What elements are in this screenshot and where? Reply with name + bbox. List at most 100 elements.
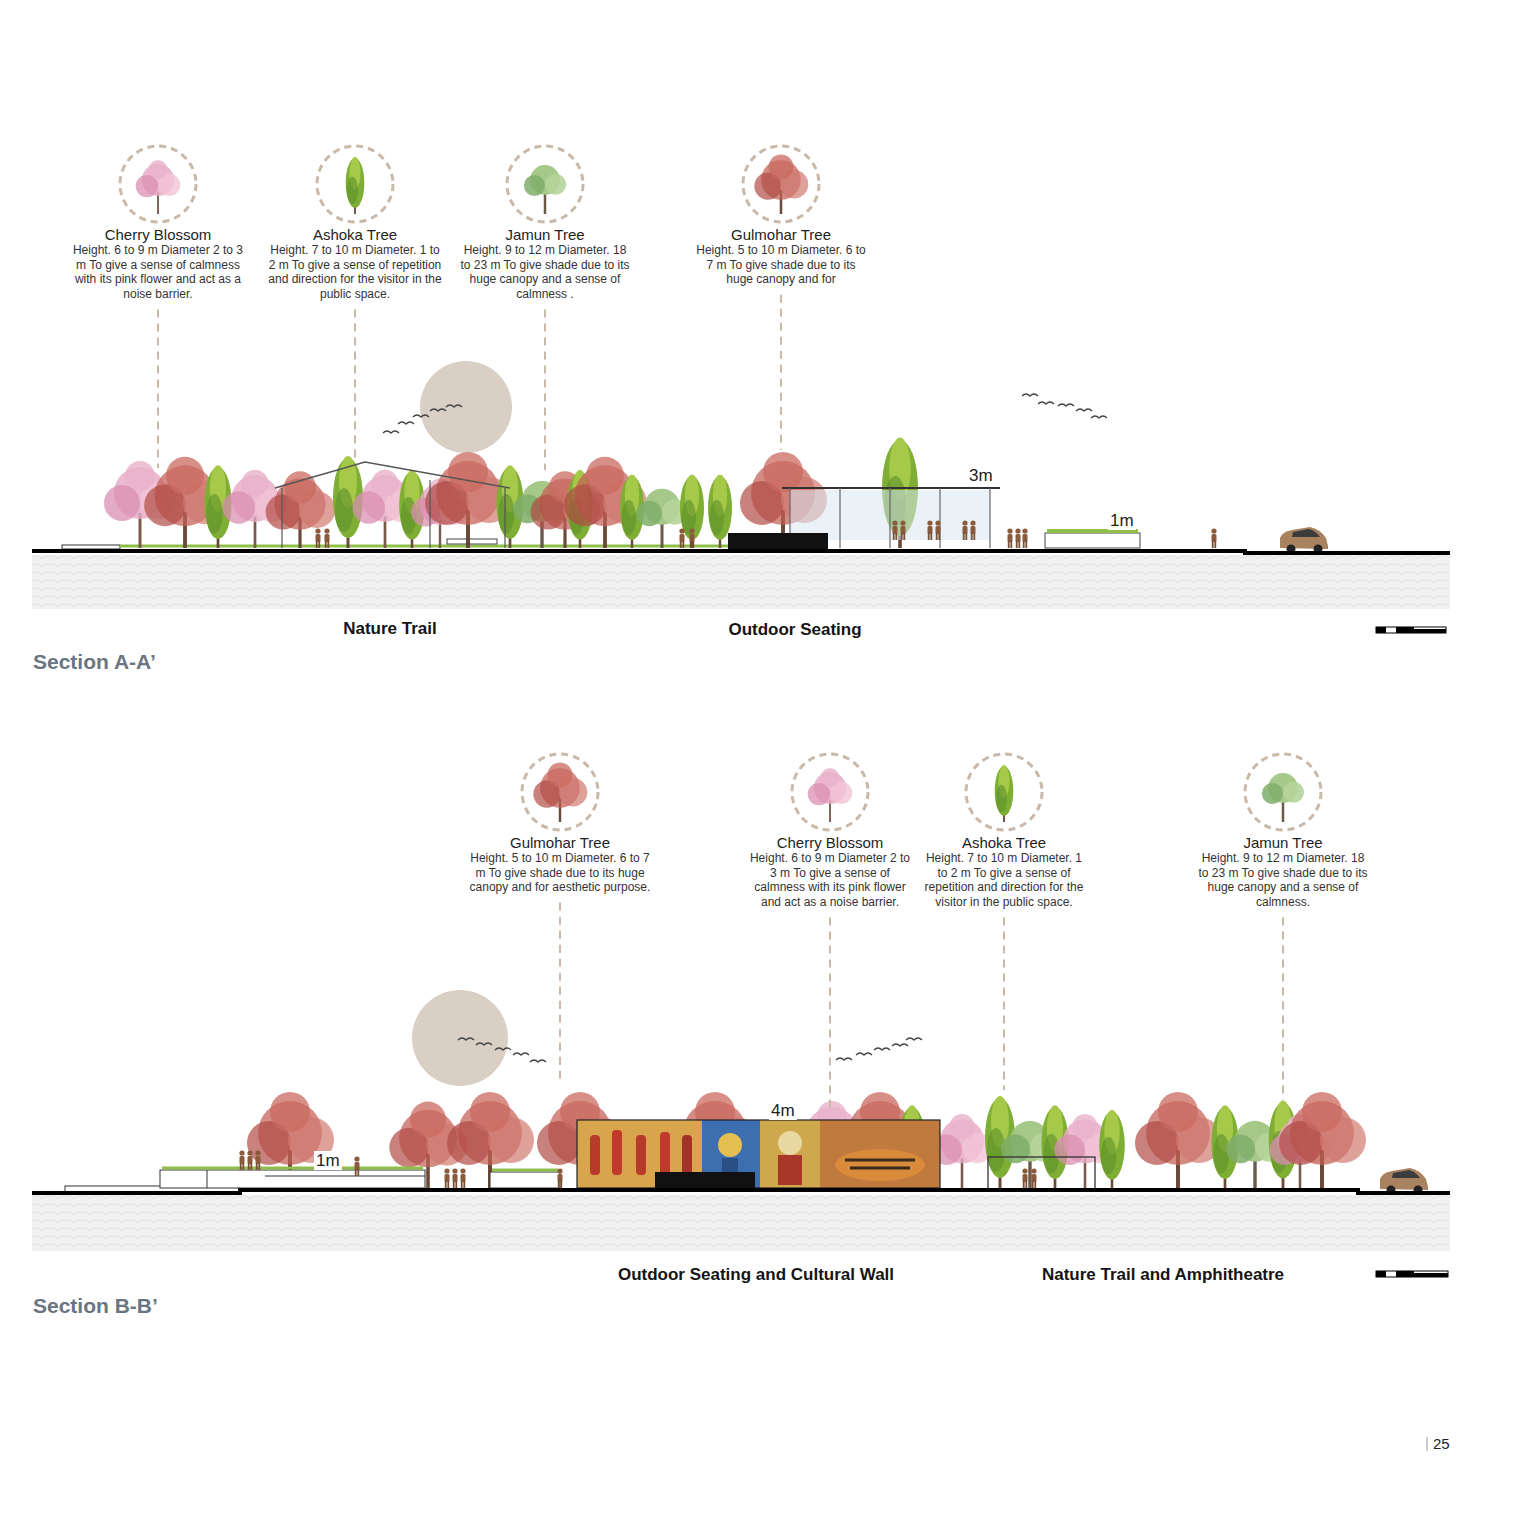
zone-label: Outdoor Seating and Cultural Wall [618,1265,894,1285]
illustration-shape [1376,1271,1386,1277]
tree-callout: Ashoka TreeHeight. 7 to 10 m Diameter. 1… [921,750,1087,909]
illustration-shape [845,1160,915,1168]
dashed-circle [317,146,393,222]
section-a-illustration [32,361,1450,633]
illustration-shape [906,1038,922,1040]
tree-icon [503,142,587,226]
illustration-shape [383,431,399,433]
platform [62,545,120,549]
illustration-shape [444,1168,449,1188]
illustration-shape [1414,1273,1448,1277]
grass-strip [120,545,745,548]
illustration-shape [1015,528,1020,548]
illustration-shape [1022,394,1038,396]
tree-icon [1241,750,1325,834]
illustration-shape [1045,533,1140,548]
tree-icon [116,142,200,226]
tree-icon [518,750,602,834]
illustration-shape [728,533,828,550]
illustration-shape [1007,528,1012,548]
dimension-label: 4m [769,1101,797,1120]
glass-pavilion [728,488,1000,550]
pergola [988,1157,1095,1190]
dashed-circle [792,754,868,830]
tree-icon [962,750,1046,834]
illustration-shape [1135,1092,1222,1188]
illustration-shape [1091,416,1107,418]
leader-line [1282,917,1284,1100]
illustration-shape [760,1120,820,1188]
illustration-shape [557,1168,562,1188]
illustration-shape [1414,629,1446,633]
illustration-shape [1396,1271,1414,1277]
illustration-shape [778,1131,802,1155]
section-title: Section A-A’ [33,650,156,674]
sun [412,990,508,1086]
illustration-shape [577,1120,940,1188]
tree-name: Cherry Blossom [747,834,913,851]
sun [420,361,512,453]
illustration-shape [718,1133,742,1157]
illustration-shape [513,1053,529,1055]
illustration-shape [874,1048,890,1050]
illustration-shape [892,1044,908,1046]
illustration-shape [458,1038,474,1040]
illustration-shape [1022,1168,1027,1188]
tree-name: Jamun Tree [1195,834,1371,851]
illustration-shape [778,1155,802,1185]
page-number: 25 [1433,1435,1450,1452]
car [1380,1168,1428,1195]
illustration-shape [636,1135,646,1175]
illustration-shape [682,1135,692,1175]
tree-description: Height. 6 to 9 m Diameter 2 to 3 m To gi… [70,243,246,301]
leader-line [829,917,831,1110]
section-title: Section B-B’ [33,1294,158,1318]
ground-line [32,1190,1450,1193]
illustration-shape [839,488,840,548]
illustration-shape [1099,1110,1125,1188]
illustration-shape [247,1150,252,1170]
tree-callout: Gulmohar TreeHeight. 5 to 10 m Diameter.… [693,142,869,287]
dashed-circle [522,754,598,830]
dashed-circle [966,754,1042,830]
illustration-shape [856,1053,872,1055]
tree-name: Ashoka Tree [267,226,443,243]
tree-callout: Jamun TreeHeight. 9 to 12 m Diameter. 18… [457,142,633,301]
illustration-shape [495,1048,511,1050]
illustration-shape [689,528,694,548]
illustration-shape [962,520,967,540]
illustration-shape [1031,1168,1036,1188]
illustration-shape [239,1150,244,1170]
illustration-shape [265,1176,425,1177]
illustration-shape [927,520,932,540]
illustration-shape [935,520,940,540]
illustration-shape [564,457,647,548]
tree-icon-figure [808,768,853,822]
tree-icon-figure [524,165,566,214]
birds [458,1038,922,1062]
earth-band [32,555,1450,609]
pavilion [275,462,510,548]
leader-line [544,309,546,470]
illustration-shape [1038,402,1054,404]
illustration-shape [275,462,510,488]
tree-icon-figure [754,154,808,214]
dashed-circle [743,146,819,222]
dashed-circle [1245,754,1321,830]
illustration-shape [637,489,688,548]
illustration-shape [1376,1271,1448,1277]
illustration-shape [835,1149,925,1181]
illustration-shape [429,480,430,548]
illustration-shape [460,1168,465,1188]
tree-description: Height. 9 to 12 m Diameter. 18 to 23 m T… [457,243,633,301]
illustration-shape [989,488,990,548]
tree-icon-figure [533,762,587,822]
tree-name: Gulmohar Tree [693,226,869,243]
tree-description: Height. 7 to 10 m Diameter. 1 to 2 m To … [921,851,1087,909]
leader-line [780,295,782,450]
illustration-shape [430,409,446,411]
tree-description: Height. 5 to 10 m Diameter. 6 to 7 m To … [693,243,869,287]
illustration-shape [476,1043,492,1045]
earth-band [32,1195,1450,1251]
illustration-shape [452,1168,457,1188]
